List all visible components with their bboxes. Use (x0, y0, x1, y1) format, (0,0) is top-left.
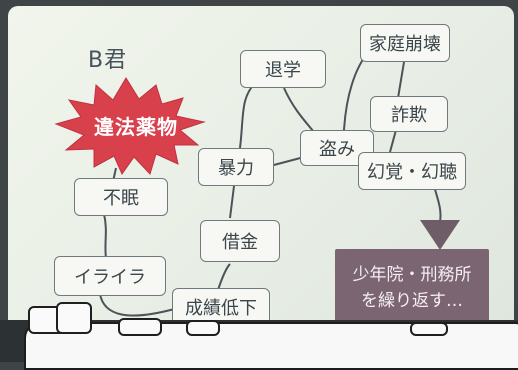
node-nusumi: 盗み (300, 130, 374, 166)
link-shakkin-bouryoku (229, 185, 235, 219)
result-line-2: を繰り返す… (361, 291, 463, 311)
link-nusumi-katei (343, 49, 371, 131)
node-fumin: 不眠 (74, 178, 168, 216)
slide-screen: B君 違法薬物 不眠 イライラ 退学 暴力 盗み 借金 成績低下 家庭崩壊 詐欺… (8, 6, 514, 336)
link-taigaku-nusumi (283, 87, 315, 133)
link-sagi-genkaku (389, 129, 397, 153)
binder-tab (410, 322, 448, 336)
binder-clip-right (56, 302, 92, 334)
result-line-1: 少年院・刑務所 (352, 265, 472, 285)
center-label: 違法薬物 (94, 114, 178, 139)
node-taigaku: 退学 (240, 50, 326, 88)
burst-shape (54, 77, 206, 176)
down-arrow-head (420, 220, 460, 250)
link-iraira-seiseki (99, 293, 179, 317)
result-box: 少年院・刑務所 を繰り返す… (335, 249, 489, 327)
node-genkaku: 幻覚・幻聴 (358, 152, 466, 190)
node-seiseki: 成績低下 (172, 288, 270, 326)
slide-title: B君 (88, 48, 128, 73)
node-shakkin: 借金 (200, 220, 280, 262)
node-sagi: 詐欺 (370, 96, 448, 132)
link-fumin-iraira (103, 213, 107, 259)
binder-tab (186, 320, 220, 336)
node-katei: 家庭崩壊 (360, 24, 450, 62)
binder-tab (118, 318, 162, 336)
link-genkaku-arrow (433, 185, 442, 223)
node-iraira: イライラ (54, 256, 166, 296)
link-bouryoku-taigaku (239, 81, 257, 149)
link-seiseki-shakkin (217, 263, 231, 291)
link-katei-sagi (397, 61, 405, 99)
node-bouryoku: 暴力 (198, 148, 274, 186)
